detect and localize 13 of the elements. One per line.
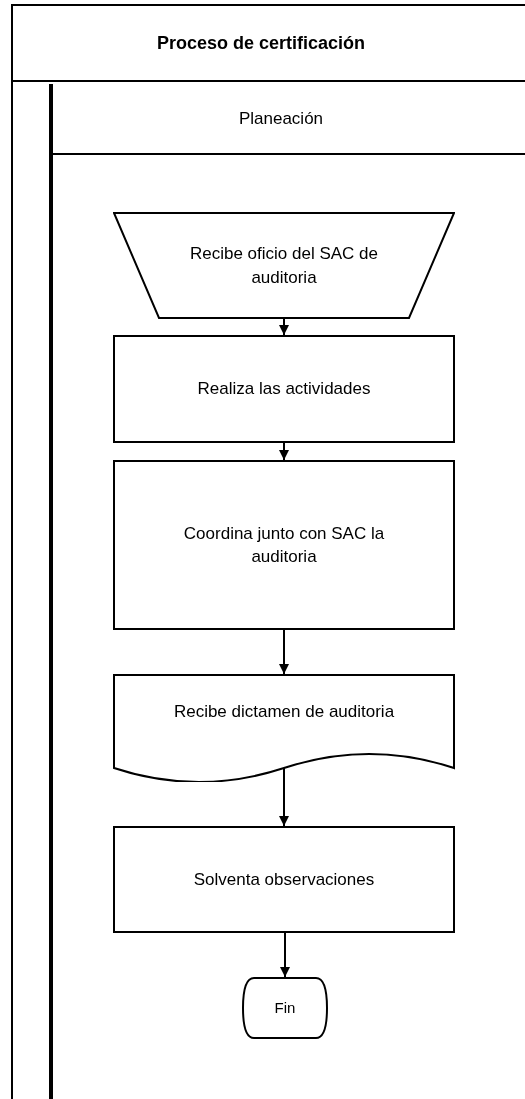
arrow xyxy=(279,442,289,461)
step-label: Recibe oficio del SAC de auditoria xyxy=(188,243,379,289)
arrow xyxy=(280,932,290,978)
lane-title: Planeación xyxy=(238,107,324,130)
arrow xyxy=(279,767,289,827)
step-label: Solventa observaciones xyxy=(192,868,376,891)
pool-title: Proceso de certificación xyxy=(156,31,366,55)
step-label: Realiza las actividades xyxy=(196,378,372,401)
step-label: Coordina junto con SAC la auditoria xyxy=(182,522,386,568)
arrow xyxy=(279,629,289,675)
step-label: Fin xyxy=(274,997,296,1018)
arrow xyxy=(279,318,289,336)
step-label: Recibe dictamen de auditoria xyxy=(172,701,396,723)
